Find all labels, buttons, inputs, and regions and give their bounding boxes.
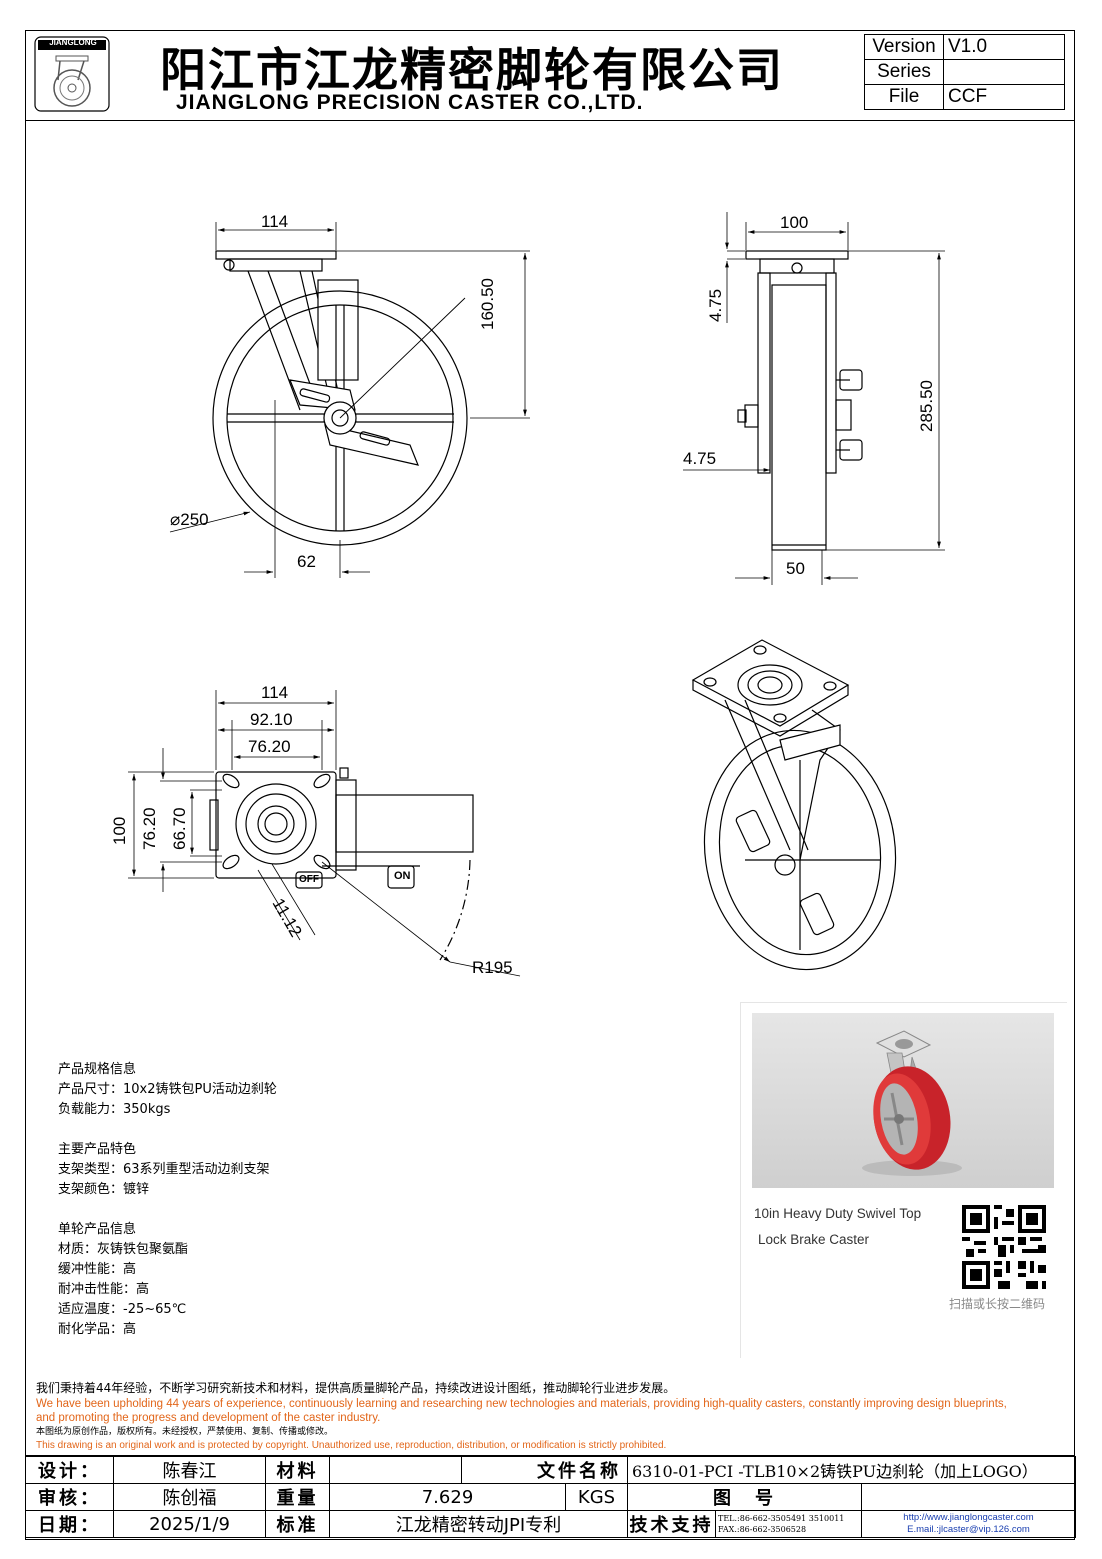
dim-top-height-76: 76.20 [140,807,159,850]
series-value [943,59,1065,85]
company-name-en: JIANGLONG PRECISION CASTER CO.,LTD. [176,91,644,114]
dim-top-height-100: 100 [110,816,129,845]
dim-side-offset: 62 [297,552,316,571]
title-block-divider [25,1455,1075,1456]
copyright-en: This drawing is an original work and is … [36,1440,667,1451]
spec-size: 产品尺寸：10x2铸铁包PU活动边刹轮 [58,1082,277,1097]
spec-chemical: 耐化学品：高 [58,1322,137,1337]
standard-value: 江龙精密转动JPI专利 [329,1510,628,1538]
support-label: 技术支持 [627,1510,716,1538]
dim-front-height: 285.50 [917,380,936,432]
dim-side-diameter: ⌀250 [170,510,209,529]
spec-cushion: 缓冲性能：高 [58,1262,137,1277]
dim-front-axle-thickness: 4.75 [683,449,717,468]
spec-section-title: 主要产品特色 [58,1142,137,1157]
spec-material: 材质：灰铸铁包聚氨酯 [58,1242,189,1257]
spec-section-title: 产品规格信息 [58,1062,137,1077]
review-label: 审核： [25,1483,114,1511]
statement-en-line1: We have been upholding 44 years of exper… [36,1398,1007,1410]
front-view [683,212,945,585]
filename-label: 文件名称 [461,1456,628,1484]
dim-side-top-width: 114 [261,212,289,231]
file-value: CCF [943,84,1065,110]
design-value: 陈春江 [113,1456,266,1484]
weight-unit: KGS [565,1483,628,1511]
top-view [128,690,521,977]
statement-en-line2: and promoting the progress and developme… [36,1412,381,1424]
dim-front-plate-thickness: 4.75 [706,288,725,322]
date-value: 2025/1/9 [113,1510,266,1538]
brake-on-label: ON [394,870,411,882]
design-label: 设计： [25,1456,114,1484]
tel: TEL.:86-662-3505491 3510011 [718,1514,845,1523]
spec-impact: 耐冲击性能：高 [58,1282,150,1297]
website-link[interactable]: http://www.jianglongcaster.com [903,1512,1034,1523]
contact-web: http://www.jianglongcaster.com E.mail.:j… [861,1510,1076,1538]
header-divider [25,120,1075,121]
email-link[interactable]: E.mail.:jlcaster@vip.126.com [907,1524,1030,1535]
fax: FAX.:86-662-3506528 [718,1525,807,1534]
qr-code[interactable] [962,1205,1046,1289]
isometric-view [691,639,897,971]
technical-drawings [128,212,945,977]
dim-top-width-76: 76.20 [248,737,291,756]
dim-top-width-114: 114 [261,683,289,702]
statement-cn: 我们秉持着44年经验，不断学习研究新技术和材料，提供高质量脚轮产品，持续改进设计… [36,1381,676,1395]
drawing-no-value [861,1483,1076,1511]
title-block: 设计： 陈春江 材料 文件名称 6310-01-PCI -TLB10×2铸铁PU… [25,1456,1076,1538]
date-label: 日期： [25,1510,114,1538]
spec-load: 负载能力：350kgs [58,1102,171,1117]
drawing-no-label: 图 号 [627,1483,862,1511]
review-value: 陈创福 [113,1483,266,1511]
company-name-cn: 阳江市江龙精密脚轮有限公司 [160,43,784,97]
material-value [329,1456,462,1484]
side-view [169,222,530,578]
spec-temperature: 适应温度：-25~65℃ [58,1302,187,1317]
product-photo [752,1013,1054,1188]
company-statement: 我们秉持着44年经验，不断学习研究新技术和材料，提供高质量脚轮产品，持续改进设计… [36,1381,1076,1453]
spec-bracket-color: 支架颜色：镀锌 [58,1182,150,1197]
photo-frame [740,1002,1067,1358]
dim-front-wheel-width: 50 [786,559,805,578]
qr-caption: 扫描或长按二维码 [949,1297,1046,1311]
standard-label: 标准 [265,1510,330,1538]
spec-section-title: 单轮产品信息 [58,1222,137,1237]
product-specs: 产品规格信息 产品尺寸：10x2铸铁包PU活动边刹轮 负载能力：350kgs 主… [58,1060,277,1340]
series-label: Series [864,59,944,85]
dim-front-top-width: 100 [780,213,809,232]
copyright-cn: 本图纸为原创作品，版权所有。未经授权，严禁使用、复制、传播或修改。 [36,1427,334,1437]
contact-phone: TEL.:86-662-3505491 3510011 FAX.:86-662-… [715,1510,862,1538]
dim-top-height-66: 66.70 [170,807,189,850]
photo-caption-line2: Lock Brake Caster [758,1232,870,1247]
weight-value: 7.629 [329,1483,566,1511]
file-label: File [864,84,944,110]
dim-top-width-92: 92.10 [250,710,293,729]
drawing-sheet-border [25,30,1075,1540]
photo-caption-line1: 10in Heavy Duty Swivel Top [754,1206,922,1221]
brake-off-label: OFF [299,874,319,885]
weight-label: 重量 [265,1483,330,1511]
dim-top-radius: R195 [472,958,513,977]
company-logo [34,36,110,112]
material-label: 材料 [265,1456,330,1484]
spec-bracket-type: 支架类型：63系列重型活动边刹支架 [58,1162,270,1177]
version-value: V1.0 [943,34,1065,60]
dim-side-height: 160.50 [478,278,497,330]
logo-text: JIANGLONG [49,38,97,47]
filename-value: 6310-01-PCI -TLB10×2铸铁PU边刹轮（加上LOGO） [627,1456,1076,1484]
